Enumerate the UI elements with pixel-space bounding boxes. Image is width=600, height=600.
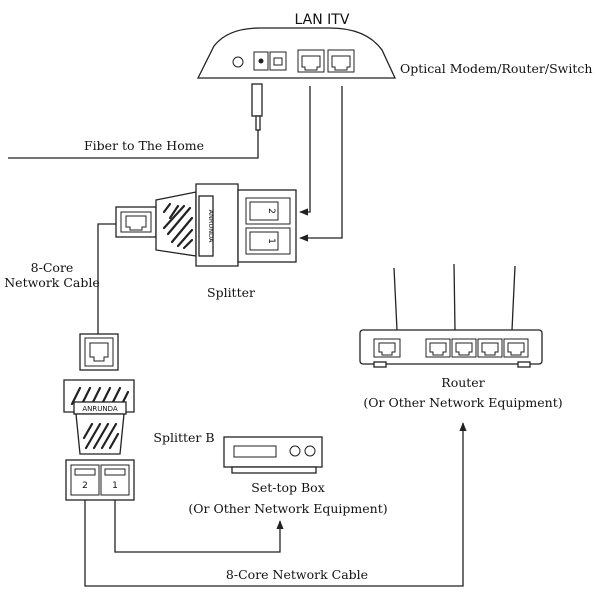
cable-left-label-line2: Network Cable: [4, 275, 100, 290]
splitter-top-brand: ANRUNDA: [207, 210, 215, 243]
set-top-box: [223, 436, 323, 474]
splitter-b: ANRUNDA 2 1: [63, 333, 135, 501]
splitter-b-port-1: [100, 464, 130, 496]
router-wan-port: [373, 338, 401, 358]
set-top-box-display-icon: [233, 445, 277, 458]
router-lan-port: [503, 338, 529, 358]
splitter-b-plug: [79, 333, 119, 371]
router-antenna-icon: [511, 265, 516, 331]
set-top-box-knob-icon: [289, 445, 301, 457]
power-button-icon: [232, 56, 244, 68]
cable-bottom-label: 8-Core Network Cable: [226, 567, 368, 582]
fiber-label: Fiber to The Home: [84, 138, 204, 153]
router: [359, 263, 543, 368]
modem-label: Optical Modem/Router/Switch: [400, 61, 592, 76]
router-lan-port: [477, 338, 503, 358]
phone-port-icon: [269, 51, 287, 71]
splitter-b-label: Splitter B: [153, 430, 214, 445]
set-top-box-knob-icon: [304, 445, 316, 457]
splitter-b-grip-icon: [70, 386, 130, 406]
splitter-b-port-2-number: 2: [82, 481, 88, 491]
splitter-top-port-1: [245, 227, 291, 255]
modem-to-splitter-cables: [299, 86, 343, 242]
cable-to-set-top-box: [114, 500, 284, 553]
router-label-line1: Router: [441, 375, 484, 390]
set-top-box-label-line1: Set-top Box: [251, 480, 325, 495]
lan-port-icon: [297, 49, 325, 73]
optical-modem: [196, 27, 397, 79]
router-label-line2: (Or Other Network Equipment): [363, 395, 562, 410]
splitter-b-port-2: [70, 464, 100, 496]
splitter-b-port-1-number: 1: [112, 481, 118, 491]
set-top-box-label-line2: (Or Other Network Equipment): [188, 501, 387, 516]
fiber-plug: [8, 83, 263, 159]
splitter-label: Splitter: [207, 285, 255, 300]
router-ports: [373, 338, 529, 358]
inter-splitter-cable: [97, 223, 116, 334]
router-antenna-icon: [393, 267, 398, 331]
router-antenna-icon: [453, 263, 456, 331]
splitter-top-port-1-number: 1: [266, 238, 276, 244]
splitter-top-grip-icon: [162, 202, 194, 250]
modem-ports-label: LAN ITV: [295, 12, 350, 28]
cable-left-label-line1: 8-Core: [31, 260, 74, 275]
itv-port-icon: [327, 49, 355, 73]
splitter-top: ANRUNDA 2 1: [115, 183, 297, 267]
router-lan-port: [425, 338, 451, 358]
splitter-b-lower-grip-icon: [82, 422, 120, 450]
cable-to-router: [84, 422, 467, 587]
splitter-top-port-2-number: 2: [266, 208, 276, 214]
splitter-b-brand: ANRUNDA: [82, 405, 118, 413]
splitter-top-port-2: [245, 197, 291, 225]
power-jack-icon: [253, 51, 269, 71]
router-lan-port: [451, 338, 477, 358]
